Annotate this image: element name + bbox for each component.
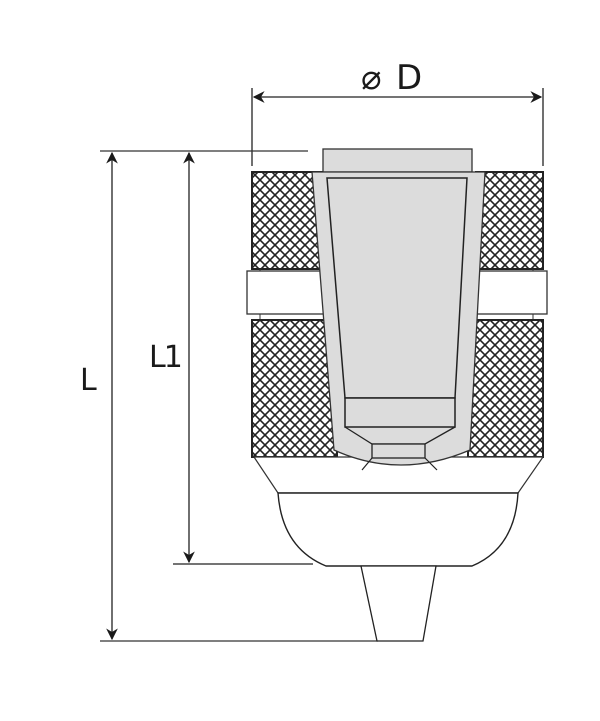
jaw-tip — [360, 565, 437, 642]
body-length-label: L1 — [149, 340, 181, 375]
overall-length-dimension: L — [80, 151, 118, 641]
overall-length-label: L — [80, 363, 97, 398]
top-cap — [322, 148, 473, 173]
diameter-symbol: ⌀ — [361, 58, 381, 98]
inner-body — [311, 171, 486, 471]
lower-knurled-sleeve — [251, 319, 544, 458]
diameter-label: D — [396, 58, 422, 98]
upper-knurled-sleeve — [251, 171, 544, 270]
nose-bowl — [277, 492, 519, 567]
body-length-dimension: L1 — [149, 151, 195, 564]
diameter-dimension: ⌀ D — [251, 58, 544, 166]
